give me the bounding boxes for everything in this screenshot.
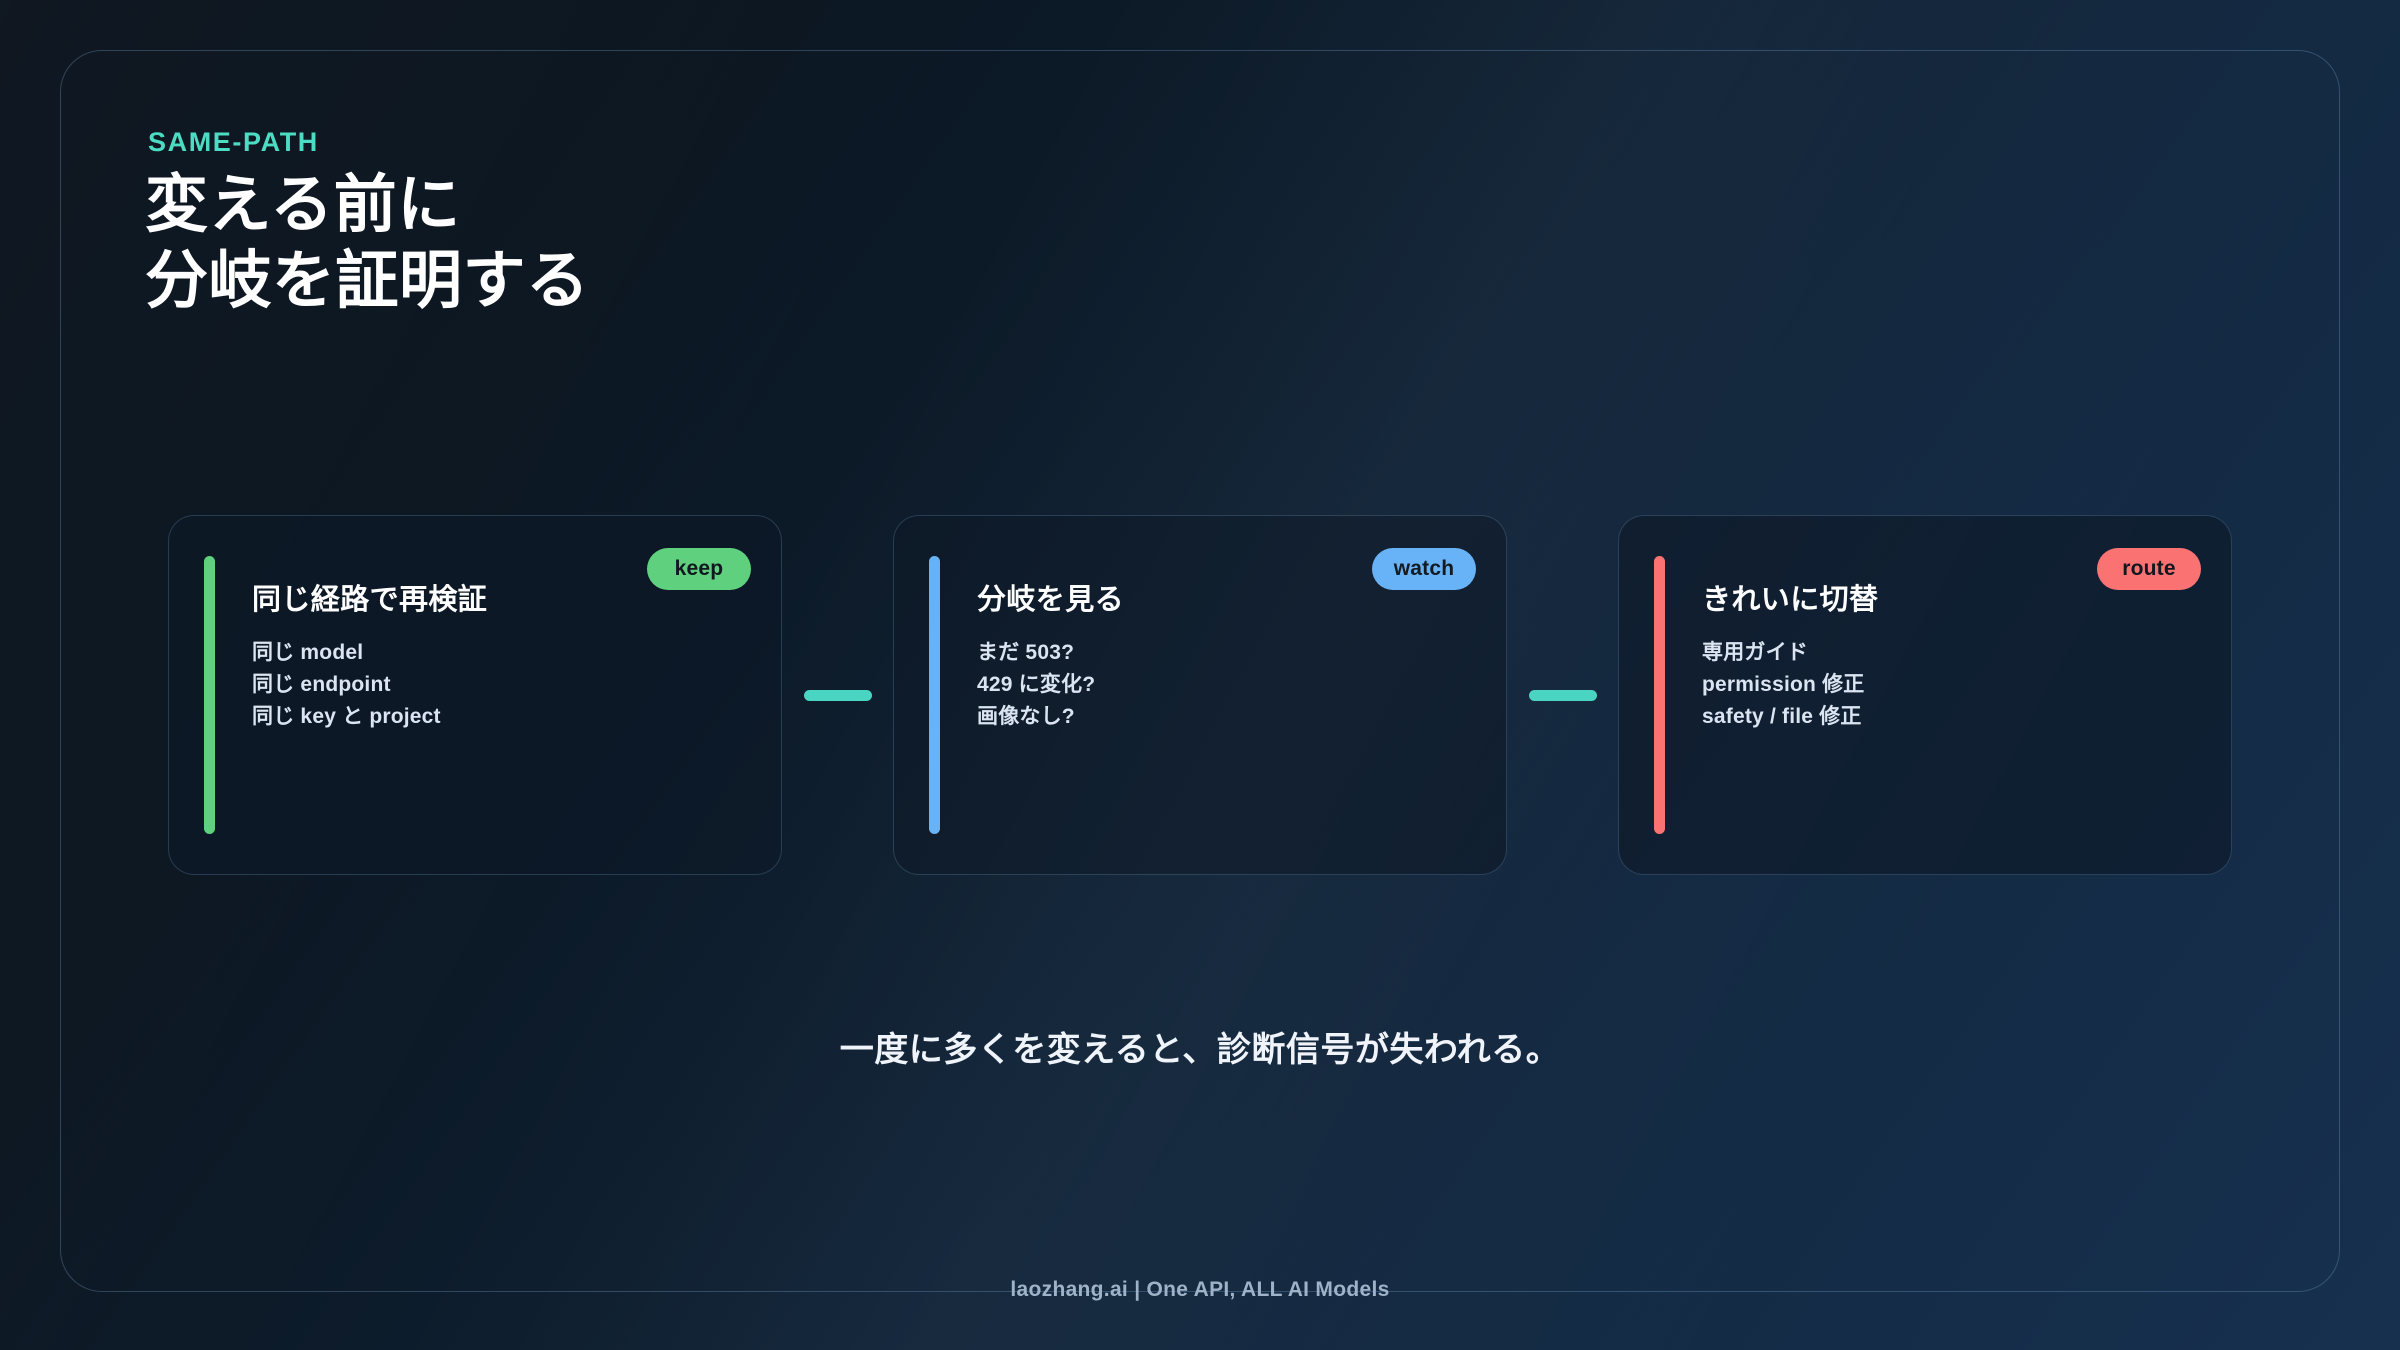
connector-bar xyxy=(803,689,872,701)
card-lines-watch: まだ 503? 429 に変化? 画像なし? xyxy=(977,637,1095,733)
card-lines-keep: 同じ model 同じ endpoint 同じ key と project xyxy=(252,637,441,733)
headline-line-2: 分岐を証明する xyxy=(145,245,590,316)
status-badge-route: route xyxy=(2097,548,2201,590)
card-title-route: きれいに切替 xyxy=(1702,584,1879,616)
connector-bar xyxy=(1528,689,1597,701)
status-badge-watch: watch xyxy=(1372,548,1476,590)
card-route: route きれいに切替 専用ガイド permission 修正 safety … xyxy=(1618,515,2232,875)
connector-2 xyxy=(1507,515,1618,875)
card-lines-route: 専用ガイド permission 修正 safety / file 修正 xyxy=(1702,637,1864,733)
status-badge-keep: keep xyxy=(647,548,751,590)
card-watch: watch 分岐を見る まだ 503? 429 に変化? 画像なし? xyxy=(893,515,1507,875)
card-line: まだ 503? xyxy=(977,641,1075,664)
card-line: 429 に変化? xyxy=(977,673,1096,696)
page-title: 変える前に 分岐を証明する xyxy=(145,168,590,319)
summary-caption: 一度に多くを変えると、診断信号が失われる。 xyxy=(839,1031,1561,1069)
card-line: permission 修正 xyxy=(1702,673,1865,696)
eyebrow-label: SAME-PATH xyxy=(148,127,319,157)
card-line: 同じ endpoint xyxy=(252,673,391,696)
card-line: safety / file 修正 xyxy=(1702,705,1862,728)
card-line: 同じ model xyxy=(252,641,364,664)
accent-bar-route xyxy=(1654,556,1665,834)
card-line: 同じ key と project xyxy=(252,705,441,728)
headline-line-1: 変える前に xyxy=(145,170,461,240)
card-line: 画像なし? xyxy=(977,705,1075,728)
connector-1 xyxy=(782,515,893,875)
footer-brand: laozhang.ai | One API, ALL AI Models xyxy=(1010,1278,1390,1301)
card-title-keep: 同じ経路で再検証 xyxy=(252,584,488,616)
card-title-watch: 分岐を見る xyxy=(977,584,1125,616)
card-row: keep 同じ経路で再検証 同じ model 同じ endpoint 同じ ke… xyxy=(168,515,2232,875)
accent-bar-watch xyxy=(929,556,940,834)
accent-bar-keep xyxy=(204,556,215,834)
card-keep: keep 同じ経路で再検証 同じ model 同じ endpoint 同じ ke… xyxy=(168,515,782,875)
card-line: 専用ガイド xyxy=(1702,641,1808,664)
